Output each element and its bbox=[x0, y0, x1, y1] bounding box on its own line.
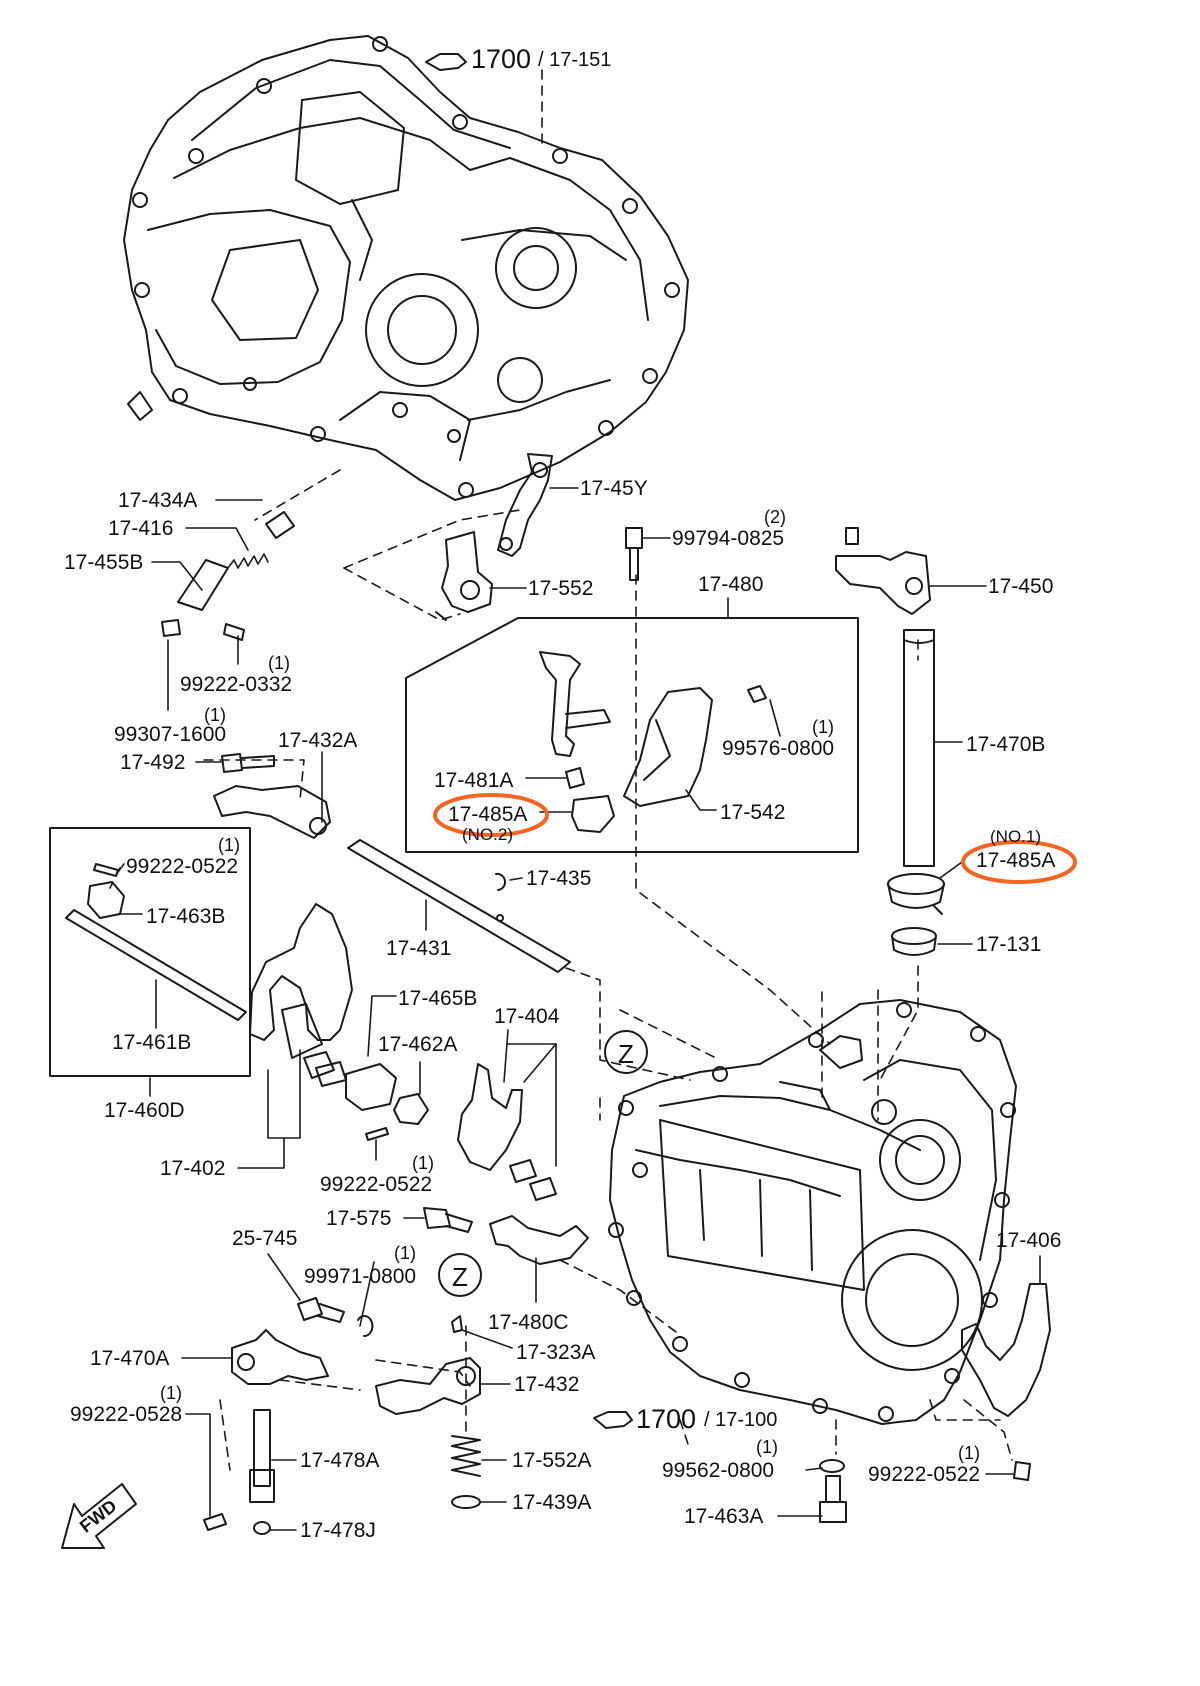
label-17-480: 17-480 bbox=[698, 573, 764, 596]
qty-99222-0522-mid: (1) bbox=[412, 1153, 434, 1173]
label-99307-1600: 99307-1600 bbox=[114, 723, 227, 746]
qty-99307-1600: (1) bbox=[204, 705, 226, 725]
label-17-465B: 17-465B bbox=[398, 987, 478, 1010]
label-no2: (NO.2) bbox=[462, 825, 513, 844]
parts-artwork bbox=[49, 453, 1051, 1549]
label-17-435: 17-435 bbox=[526, 867, 592, 890]
label-99222-0522-lower: 99222-0522 bbox=[868, 1463, 981, 1486]
label-99222-0332: 99222-0332 bbox=[180, 673, 293, 696]
label-17-470A: 17-470A bbox=[90, 1347, 170, 1370]
label-17-406: 17-406 bbox=[996, 1229, 1062, 1252]
z-marker-upper: Z bbox=[618, 1039, 634, 1069]
label-99794-0825: 99794-0825 bbox=[672, 527, 785, 550]
label-17-485A-no1: 17-485A bbox=[976, 849, 1056, 872]
highlight-ellipses bbox=[433, 793, 1077, 884]
label-17-432A: 17-432A bbox=[278, 729, 358, 752]
qty-99222-0528: (1) bbox=[160, 1383, 182, 1403]
label-17-455B: 17-455B bbox=[64, 551, 144, 574]
upper-transmission-case bbox=[123, 35, 689, 501]
label-17-45Y: 17-45Y bbox=[580, 477, 648, 500]
label-17-131: 17-131 bbox=[976, 933, 1042, 956]
label-17-478A: 17-478A bbox=[300, 1449, 380, 1472]
label-17-416: 17-416 bbox=[108, 517, 174, 540]
label-17-460D: 17-460D bbox=[104, 1099, 185, 1122]
label-17-439A: 17-439A bbox=[512, 1491, 592, 1514]
label-17-480C: 17-480C bbox=[488, 1311, 569, 1334]
label-99222-0528: 99222-0528 bbox=[70, 1403, 183, 1426]
label-17-470B: 17-470B bbox=[966, 733, 1046, 756]
label-17-404: 17-404 bbox=[494, 1005, 560, 1028]
lower-transmission-case bbox=[608, 999, 1017, 1425]
label-17-323A: 17-323A bbox=[516, 1341, 596, 1364]
label-17-492: 17-492 bbox=[120, 751, 186, 774]
label-17-552A: 17-552A bbox=[512, 1449, 592, 1472]
label-17-434A: 17-434A bbox=[118, 489, 198, 512]
z-marker-lower: Z bbox=[452, 1262, 468, 1292]
label-17-463A: 17-463A bbox=[684, 1505, 764, 1528]
label-no1: (NO.1) bbox=[990, 827, 1041, 846]
qty-99222-0522-lower: (1) bbox=[958, 1443, 980, 1463]
leader-lines bbox=[117, 487, 1041, 1531]
label-99562-0800: 99562-0800 bbox=[662, 1459, 775, 1482]
label-17-463B: 17-463B bbox=[146, 905, 226, 928]
label-17-481A: 17-481A bbox=[434, 769, 514, 792]
label-17-450: 17-450 bbox=[988, 575, 1054, 598]
label-17-462A: 17-462A bbox=[378, 1033, 458, 1056]
label-17-575: 17-575 bbox=[326, 1207, 392, 1230]
top-reference-number: 1700 bbox=[471, 44, 532, 74]
label-17-432: 17-432 bbox=[514, 1373, 580, 1396]
label-99971-0800: 99971-0800 bbox=[304, 1265, 417, 1288]
qty-99576-0800: (1) bbox=[812, 717, 834, 737]
qty-99971-0800: (1) bbox=[394, 1243, 416, 1263]
qty-99222-0522-upper: (1) bbox=[218, 835, 240, 855]
label-99222-0522-mid: 99222-0522 bbox=[320, 1173, 433, 1196]
label-17-478J: 17-478J bbox=[300, 1519, 376, 1542]
label-17-552: 17-552 bbox=[528, 577, 594, 600]
qty-99222-0332: (1) bbox=[268, 653, 290, 673]
top-reference-page: / 17-151 bbox=[538, 49, 612, 71]
label-99222-0522-upper: 99222-0522 bbox=[126, 855, 239, 878]
qty-99562-0800: (1) bbox=[756, 1437, 778, 1457]
label-17-402: 17-402 bbox=[160, 1157, 226, 1180]
z-marker-circles bbox=[438, 1030, 648, 1297]
label-17-461B: 17-461B bbox=[112, 1031, 192, 1054]
assembly-dashed-lines bbox=[109, 69, 1013, 1471]
bottom-reference-page: / 17-100 bbox=[704, 1409, 778, 1431]
reference-hand-icons bbox=[425, 53, 633, 1429]
label-17-485A-no2: 17-485A bbox=[448, 803, 528, 826]
label-25-745: 25-745 bbox=[232, 1227, 298, 1250]
qty-99794-0825: (2) bbox=[764, 507, 786, 527]
bottom-reference-number: 1700 bbox=[636, 1404, 697, 1434]
label-99576-0800: 99576-0800 bbox=[722, 737, 835, 760]
label-17-542: 17-542 bbox=[720, 801, 786, 824]
label-17-431: 17-431 bbox=[386, 937, 452, 960]
